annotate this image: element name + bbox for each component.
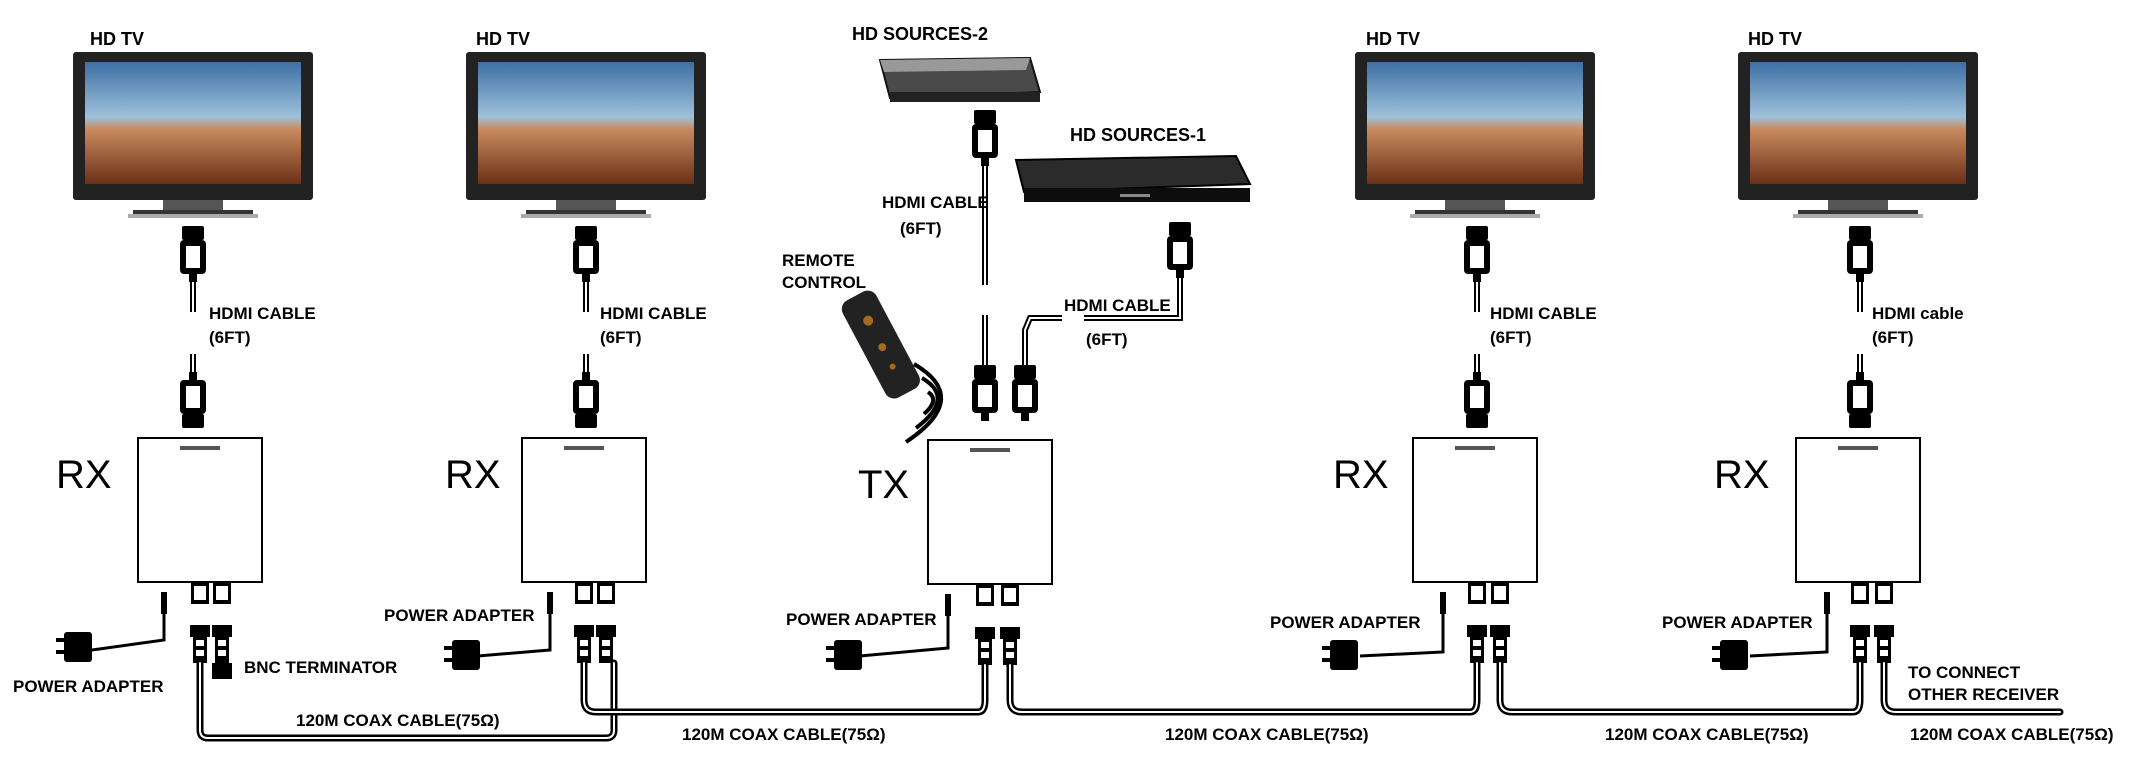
- bnc-plug-txa: [975, 627, 995, 665]
- rx-4-box: [1795, 437, 1921, 583]
- tv-2-image: [466, 52, 706, 218]
- coax-cable-label-5: 120M COAX CABLE(75Ω): [1910, 725, 2114, 744]
- remote-label-line2: CONTROL: [782, 273, 866, 292]
- transmitter: HD SOURCES-2 HD SOURCES-1 HDMI CABLE (6F…: [782, 24, 1252, 670]
- power-adapter-icon-3: [1322, 640, 1358, 670]
- coax-cable-label-2: 120M COAX CABLE(75Ω): [682, 725, 886, 744]
- rx-1-kind: RX: [56, 453, 112, 497]
- bnc-port-3a: [1468, 582, 1486, 604]
- tv-3-label: HD TV: [1366, 29, 1420, 49]
- rx-3-kind: RX: [1333, 453, 1389, 497]
- hdmi-cable-src1-label: HDMI CABLE: [1064, 296, 1171, 315]
- tv-3-image: [1355, 52, 1595, 218]
- receiver-3: HD TV HDMI CABLE (6FT) RX POWER ADAPTER: [1270, 29, 1597, 670]
- hdmi-plug-source1: [1167, 222, 1193, 278]
- bnc-plug-4b: [1874, 625, 1894, 663]
- tv-2-label: HD TV: [476, 29, 530, 49]
- tx-kind: TX: [858, 463, 909, 507]
- hdmi-cable-src2-label: HDMI CABLE: [882, 193, 989, 212]
- hdmi-plug-top-1: [180, 226, 206, 282]
- bnc-port-txa: [976, 584, 994, 606]
- rx-2-box: [521, 437, 647, 583]
- rx-1-box: [137, 437, 263, 583]
- bnc-port-1a: [191, 582, 209, 604]
- bnc-terminator-icon: [212, 625, 232, 663]
- tv-4-label: HD TV: [1748, 29, 1802, 49]
- bnc-port-txb: [1001, 584, 1019, 606]
- bnc-plug-2a: [574, 625, 594, 663]
- hdmi-plug-bottom-4: [1847, 372, 1873, 428]
- coax-cable-label-1: 120M COAX CABLE(75Ω): [296, 711, 500, 730]
- bnc-port-4a: [1851, 582, 1869, 604]
- tv-1-label: HD TV: [90, 29, 144, 49]
- bnc-plug-3b: [1490, 625, 1510, 663]
- other-receiver-label-line2: OTHER RECEIVER: [1908, 685, 2059, 704]
- bnc-port-2a: [575, 582, 593, 604]
- bnc-port-3b: [1491, 582, 1509, 604]
- bnc-port-1b: [213, 582, 231, 604]
- other-receiver-label-line1: TO CONNECT: [1908, 663, 2021, 682]
- hdmi-cable-2-label: HDMI CABLE: [600, 304, 707, 323]
- coax-cable-label-4: 120M COAX CABLE(75Ω): [1605, 725, 1809, 744]
- hdmi-plug-top-2: [573, 226, 599, 282]
- bnc-plug-4a: [1850, 625, 1870, 663]
- source-2-label: HD SOURCES-2: [852, 24, 988, 44]
- hdmi-plug-bottom-3: [1464, 372, 1490, 428]
- hdmi-cable-src1-length: (6FT): [1086, 330, 1128, 349]
- hdmi-cable-3-length: (6FT): [1490, 328, 1532, 347]
- rx-4-kind: RX: [1714, 453, 1770, 497]
- rx-3-box: [1412, 437, 1538, 583]
- bnc-plug-1: [190, 625, 210, 663]
- tv-1-image: [73, 52, 313, 218]
- hdmi-cable-4-label: HDMI cable: [1872, 304, 1964, 323]
- rx-2-kind: RX: [445, 453, 501, 497]
- power-adapter-3-label: POWER ADAPTER: [1270, 613, 1421, 632]
- hdmi-cable-1-label: HDMI CABLE: [209, 304, 316, 323]
- power-adapter-icon-tx: [826, 640, 862, 670]
- tx-box: [927, 439, 1053, 585]
- remote-label-line1: REMOTE: [782, 251, 855, 270]
- power-adapter-tx-label: POWER ADAPTER: [786, 610, 937, 629]
- power-adapter-1-label: POWER ADAPTER: [13, 677, 164, 696]
- power-adapter-icon-1: [56, 632, 92, 662]
- remote-control-icon: [841, 290, 920, 399]
- hdmi-cable-3-label: HDMI CABLE: [1490, 304, 1597, 323]
- bnc-terminator-label: BNC TERMINATOR: [244, 658, 397, 677]
- hdmi-plug-top-3: [1464, 226, 1490, 282]
- power-adapter-icon-4: [1712, 640, 1748, 670]
- hdmi-plug-tx-b: [1012, 365, 1038, 421]
- bnc-plug-txb: [1000, 627, 1020, 665]
- coax-cables: [196, 659, 2064, 742]
- hdmi-cable-1-length: (6FT): [209, 328, 251, 347]
- bnc-port-4b: [1875, 582, 1893, 604]
- power-adapter-4-label: POWER ADAPTER: [1662, 613, 1813, 632]
- bnc-port-2b: [597, 582, 615, 604]
- source-1-label: HD SOURCES-1: [1070, 125, 1206, 145]
- receiver-2: HD TV HDMI CABLE (6FT) RX POWER ADAPTER: [384, 29, 707, 670]
- power-adapter-2-label: POWER ADAPTER: [384, 606, 535, 625]
- receiver-1: HD TV HDMI CABLE (6FT) RX POWER ADAPTER …: [13, 29, 397, 696]
- hdmi-plug-source2: [972, 110, 998, 166]
- bnc-plug-2b: [596, 625, 616, 663]
- hdmi-cable-4-length: (6FT): [1872, 328, 1914, 347]
- hdmi-plug-tx-a: [972, 365, 998, 421]
- coax-cable-label-3: 120M COAX CABLE(75Ω): [1165, 725, 1369, 744]
- infrared-signal-icon: [904, 362, 943, 444]
- power-adapter-icon-2: [444, 640, 480, 670]
- source-1-player-icon: [1014, 154, 1252, 202]
- hdmi-plug-top-4: [1847, 226, 1873, 282]
- tv-4-image: [1738, 52, 1978, 218]
- source-2-console-icon: [878, 56, 1042, 102]
- receiver-4: HD TV HDMI cable (6FT) RX POWER ADAPTER …: [1662, 29, 2059, 704]
- hdmi-plug-bottom-1: [180, 372, 206, 428]
- hdmi-plug-bottom-2: [573, 372, 599, 428]
- bnc-plug-3a: [1467, 625, 1487, 663]
- hdmi-cable-src2-length: (6FT): [900, 219, 942, 238]
- hdmi-cable-2-length: (6FT): [600, 328, 642, 347]
